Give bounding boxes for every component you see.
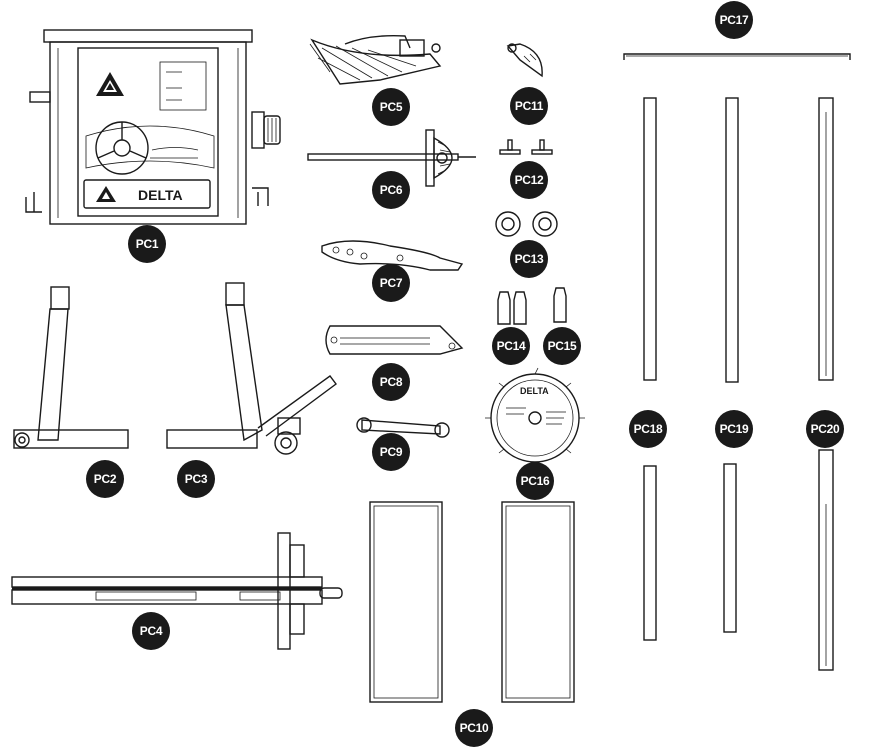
anti-kickback-pawl-drawing bbox=[506, 43, 543, 78]
saw-blade-drawing: DELTA bbox=[485, 367, 585, 469]
right-leg-drawing bbox=[166, 282, 337, 455]
saw-brand-text: DELTA bbox=[138, 187, 183, 203]
part-label-pc18: PC18 bbox=[629, 410, 667, 448]
part-label-pc4: PC4 bbox=[132, 612, 170, 650]
part-label-pc2: PC2 bbox=[86, 460, 124, 498]
part-label-pc11: PC11 bbox=[510, 87, 548, 125]
part-label-pc15: PC15 bbox=[543, 327, 581, 365]
part-label-pc8: PC8 bbox=[372, 363, 410, 401]
part-label-pc17: PC17 bbox=[715, 1, 753, 39]
part-label-pc16: PC16 bbox=[516, 462, 554, 500]
wrench-drawing bbox=[356, 417, 450, 438]
bottles-drawing bbox=[497, 287, 567, 325]
part-label-pc1: PC1 bbox=[128, 225, 166, 263]
part-label-pc10: PC10 bbox=[455, 709, 493, 747]
part-label-pc20: PC20 bbox=[806, 410, 844, 448]
blade-brand-text: DELTA bbox=[520, 386, 549, 396]
riving-knife-drawing bbox=[321, 240, 464, 271]
part-label-pc9: PC9 bbox=[372, 433, 410, 471]
blade-guard-drawing bbox=[309, 34, 442, 85]
hand-wheels-drawing bbox=[495, 211, 558, 237]
left-leg-drawing bbox=[13, 286, 129, 449]
part-label-pc12: PC12 bbox=[510, 161, 548, 199]
front-rails-drawing bbox=[643, 97, 834, 671]
extension-panels-drawing bbox=[369, 501, 575, 703]
rip-fence-drawing bbox=[11, 532, 343, 650]
spreader-drawing bbox=[325, 325, 464, 355]
fence-knobs-drawing bbox=[499, 139, 553, 155]
rail-bracket-drawing bbox=[623, 53, 851, 60]
part-label-pc14: PC14 bbox=[492, 327, 530, 365]
part-label-pc5: PC5 bbox=[372, 88, 410, 126]
part-label-pc19: PC19 bbox=[715, 410, 753, 448]
part-label-pc6: PC6 bbox=[372, 171, 410, 209]
part-label-pc3: PC3 bbox=[177, 460, 215, 498]
part-label-pc13: PC13 bbox=[510, 240, 548, 278]
part-label-pc7: PC7 bbox=[372, 264, 410, 302]
miter-gauge-drawing bbox=[307, 129, 476, 187]
table-saw-drawing: DELTA bbox=[25, 29, 281, 225]
